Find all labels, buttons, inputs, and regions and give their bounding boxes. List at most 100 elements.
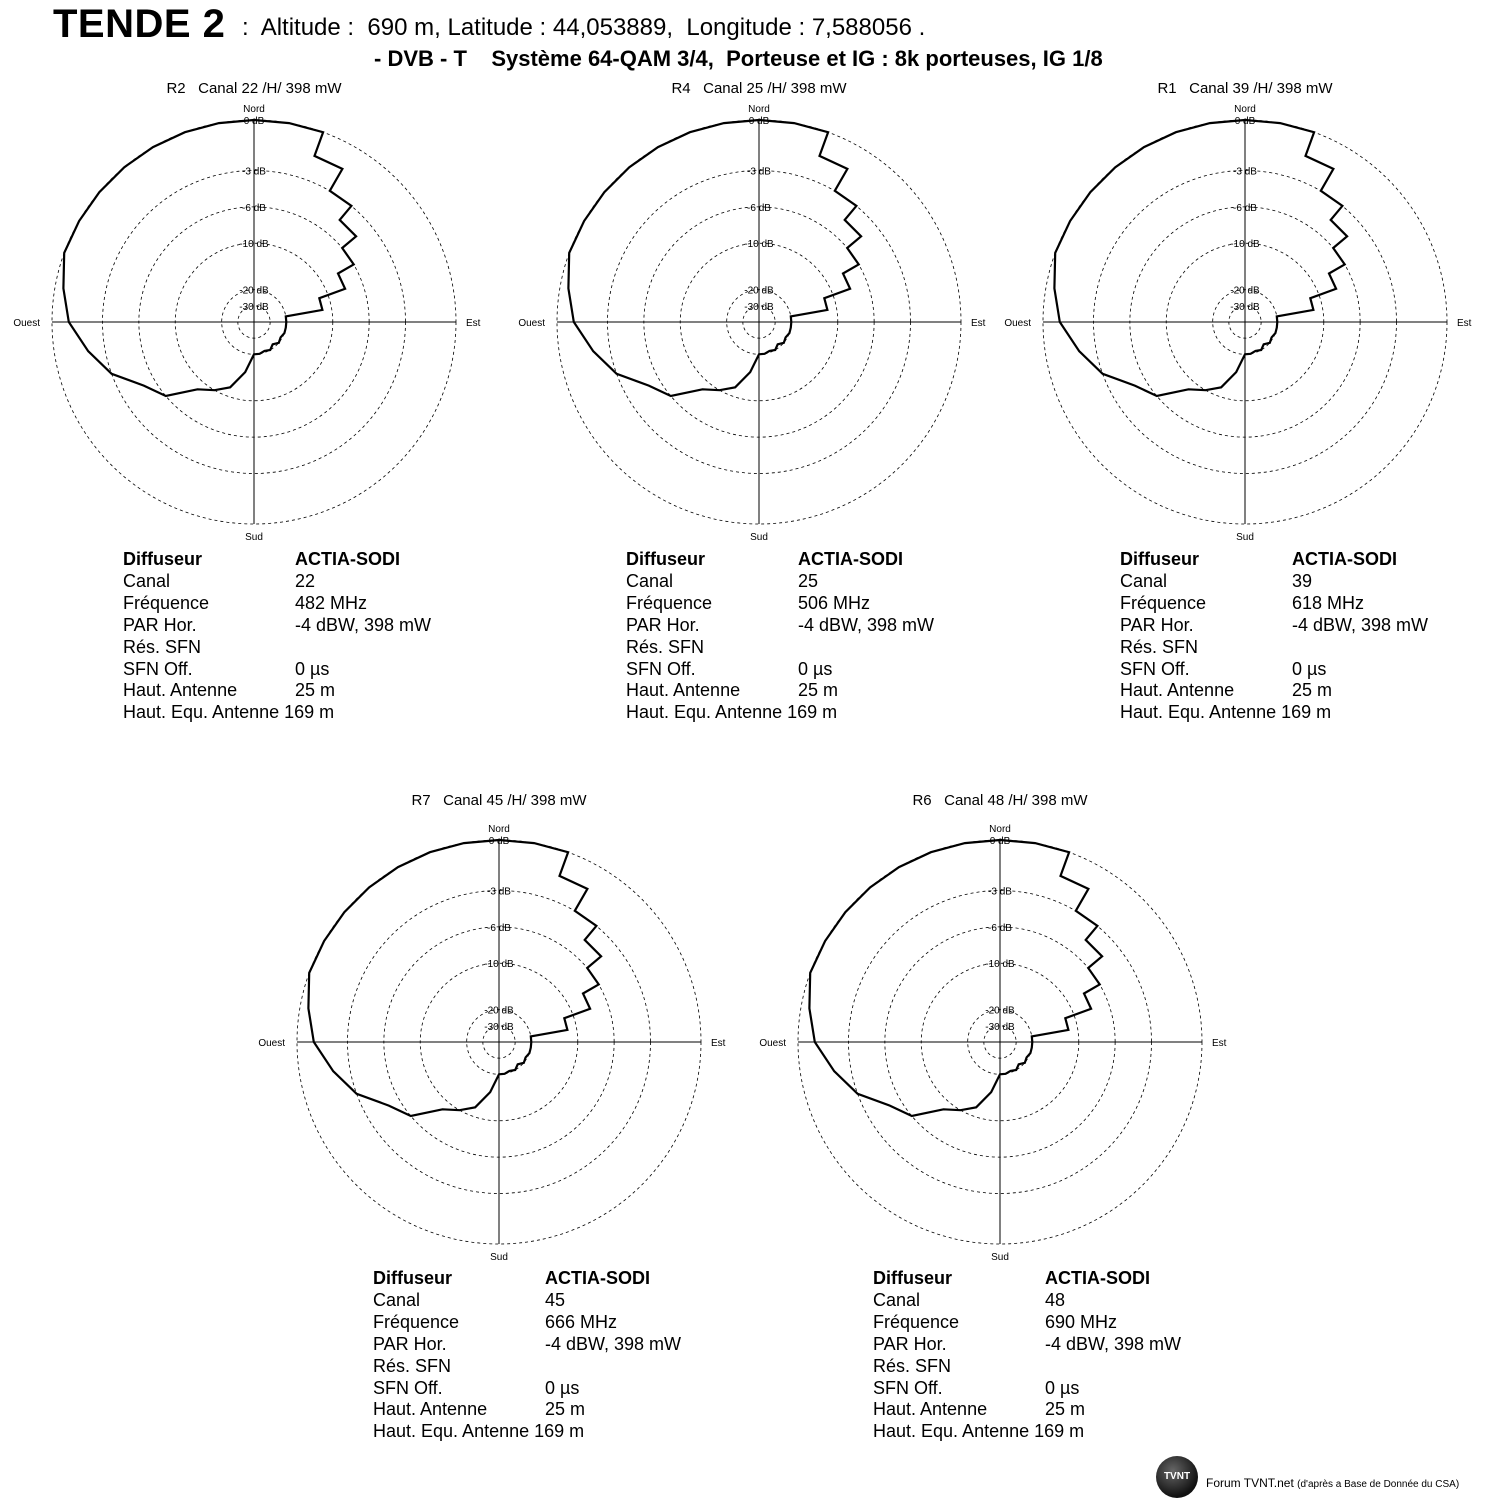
polar-chart: 0 dB-3 dB-6 dB-10 dB-20 dB-30 dBNordSudE… <box>759 824 1227 1263</box>
west-label: Ouest <box>518 318 545 329</box>
info-value: 25 m <box>1292 680 1333 701</box>
east-label: Est <box>1212 1038 1227 1049</box>
info-label: PAR Hor. <box>626 614 700 635</box>
info-row-res-sfn: Rés. SFN <box>626 637 934 659</box>
info-value: 482 MHz <box>295 592 368 613</box>
info-label: Canal <box>373 1289 421 1310</box>
info-value: -4 dBW, 398 mW <box>295 614 432 635</box>
info-label: Haut. Antenne <box>373 1399 488 1420</box>
south-label: Sud <box>991 1252 1009 1263</box>
info-row-frequence: Fréquence 666 MHz <box>373 1312 681 1334</box>
info-label: SFN Off. <box>873 1377 943 1398</box>
antenna-pattern <box>808 838 1104 1118</box>
info-value: 0 µs <box>798 658 833 679</box>
south-label: Sud <box>750 532 768 543</box>
south-label: Sud <box>490 1252 508 1263</box>
info-row-sfn-off: SFN Off.0 µs <box>1120 659 1428 681</box>
info-value: 0 µs <box>1292 658 1327 679</box>
info-label: Fréquence <box>626 592 713 613</box>
info-value: 25 m <box>1045 1399 1086 1420</box>
polar-chart: 0 dB-3 dB-6 dB-10 dB-20 dB-30 dBNordSudE… <box>13 104 480 543</box>
info-value: 618 MHz <box>1292 592 1365 613</box>
west-label: Ouest <box>1004 318 1031 329</box>
info-label: Haut. Antenne <box>123 680 238 701</box>
info-value: 0 µs <box>295 658 330 679</box>
chart-title: R1 Canal 39 /H/ 398 mW <box>1157 80 1333 97</box>
info-row-haut-equ: Haut. Equ. Antenne 169 m <box>626 702 838 723</box>
info-row-par: PAR Hor. -4 dBW, 398 mW <box>373 1334 681 1356</box>
info-row-frequence: Fréquence 690 MHz <box>873 1312 1181 1334</box>
info-label: Haut. Antenne <box>873 1399 988 1420</box>
antenna-pattern <box>62 118 358 398</box>
east-label: Est <box>971 318 986 329</box>
info-row-canal: Canal 45 <box>373 1290 681 1312</box>
info-value: -4 dBW, 398 mW <box>1045 1333 1182 1354</box>
info-row-res-sfn: Rés. SFN <box>1120 637 1428 659</box>
info-label: Diffuseur <box>1120 549 1200 569</box>
antenna-pattern <box>307 838 603 1118</box>
site-title: TENDE 2 <box>53 2 226 46</box>
info-row-sfn-off: SFN Off. 0 µs <box>626 659 934 681</box>
info-label: Diffuseur <box>123 549 203 569</box>
info-value: 666 MHz <box>545 1311 618 1332</box>
info-label: Fréquence <box>373 1311 460 1332</box>
info-row-diffuseur: Diffuseur ACTIA-SODI <box>123 549 431 571</box>
info-label: Canal <box>123 570 171 591</box>
info-label: Rés. SFN <box>373 1355 452 1376</box>
info-label: Diffuseur <box>873 1268 953 1288</box>
polar-chart: 0 dB-3 dB-6 dB-10 dB-20 dB-30 dBNordSudE… <box>518 104 986 543</box>
north-label: Nord <box>748 104 770 115</box>
polar-chart: 0 dB-3 dB-6 dB-10 dB-20 dB-30 dBNordSudE… <box>258 824 726 1263</box>
south-label: Sud <box>1236 532 1254 543</box>
info-row-haut-equ: Haut. Equ. Antenne 169 m <box>123 702 335 723</box>
info-label: Canal <box>626 570 674 591</box>
site-coordinates: : Altitude : 690 m, Latitude : 44,053889… <box>242 14 926 41</box>
source-text: (d'après a Base de Donnée du CSA) <box>1297 1479 1460 1490</box>
chart-title: R4 Canal 25 /H/ 398 mW <box>671 80 847 97</box>
info-row-res-sfn: Rés. SFN <box>373 1356 681 1378</box>
info-row-sfn-off: SFN Off.0 µs <box>123 659 431 681</box>
info-value: 690 MHz <box>1045 1311 1118 1332</box>
info-value: ACTIA-SODI <box>295 549 400 569</box>
info-value: 45 <box>545 1289 566 1310</box>
info-value: 48 <box>1045 1289 1066 1310</box>
info-row-sfn-off: SFN Off.0 µs <box>373 1378 681 1400</box>
chart-title: R6 Canal 48 /H/ 398 mW <box>912 792 1088 809</box>
info-row-par: PAR Hor. -4 dBW, 398 mW <box>123 615 431 637</box>
antenna-pattern <box>1053 118 1349 398</box>
north-label: Nord <box>989 824 1011 835</box>
info-value: -4 dBW, 398 mW <box>798 614 935 635</box>
west-label: Ouest <box>258 1038 285 1049</box>
east-label: Est <box>711 1038 726 1049</box>
tvnt-logo: TVNT <box>1156 1456 1198 1498</box>
info-label: PAR Hor. <box>373 1333 447 1354</box>
info-row-haut-equ: Haut. Equ. Antenne 169 m <box>1120 702 1332 723</box>
info-row-haut-antenne: Haut. Antenne 25 m <box>873 1399 1181 1421</box>
north-label: Nord <box>488 824 510 835</box>
info-label: SFN Off. <box>626 658 696 679</box>
info-label: Rés. SFN <box>123 636 202 657</box>
info-label: Fréquence <box>873 1311 960 1332</box>
north-label: Nord <box>1234 104 1256 115</box>
forum-text: Forum TVNT.net <box>1206 1476 1294 1490</box>
info-label: Canal <box>1120 570 1168 591</box>
info-label: PAR Hor. <box>123 614 197 635</box>
info-value: ACTIA-SODI <box>798 549 903 569</box>
info-label: Rés. SFN <box>626 636 705 657</box>
info-value: -4 dBW, 398 mW <box>545 1333 682 1354</box>
info-row-sfn-off: SFN Off.0 µs <box>873 1378 1181 1400</box>
info-label: PAR Hor. <box>1120 614 1194 635</box>
chart-title: R7 Canal 45 /H/ 398 mW <box>411 792 587 809</box>
